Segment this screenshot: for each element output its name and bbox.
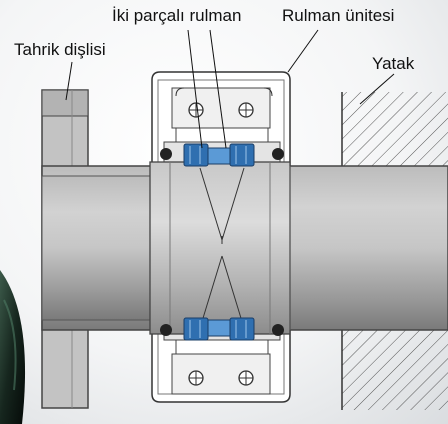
- dark-gear-edge: [0, 270, 26, 424]
- split-bearing-label: İki parçalı rulman: [112, 6, 242, 25]
- drive-gear-tooth: [41, 89, 89, 117]
- rollers-top: [160, 143, 284, 167]
- rollers-bottom: [160, 317, 284, 341]
- leader-lines: [65, 29, 395, 149]
- shaft: [41, 161, 448, 335]
- adapter-sleeve: [149, 161, 291, 335]
- housing-wall: [341, 92, 448, 410]
- drive-gear-label: Tahrik dişlisi: [14, 40, 106, 59]
- housing-label: Yatak: [372, 54, 415, 73]
- bearing-unit-label: Rulman ünitesi: [282, 6, 395, 25]
